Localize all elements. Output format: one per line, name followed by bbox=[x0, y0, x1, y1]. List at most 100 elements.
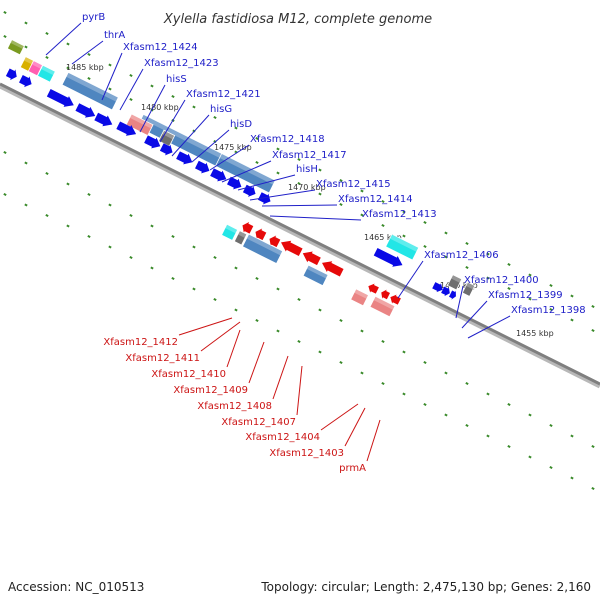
forward-label-leader bbox=[455, 285, 464, 319]
ruler-dot bbox=[360, 213, 364, 217]
kbp-tick-label: 1480 kbp bbox=[141, 103, 179, 112]
ruler-dot bbox=[570, 476, 574, 480]
ruler-dot bbox=[108, 87, 112, 91]
ruler-dot bbox=[213, 298, 217, 301]
forward-label-leader bbox=[249, 189, 316, 201]
reverse-cds-bar bbox=[369, 295, 396, 318]
ruler-dot bbox=[192, 245, 196, 249]
forward-label-leader bbox=[159, 99, 186, 143]
ruler-dot bbox=[129, 98, 133, 101]
ruler-dot bbox=[507, 263, 511, 266]
gene-labels: pyrBthrAXfasm12_1424Xfasm12_1423hisSXfas… bbox=[45, 12, 586, 474]
ruler-dot bbox=[87, 193, 91, 196]
forward-gene-label: Xfasm12_1424 bbox=[123, 42, 198, 53]
forward-gene-label: Xfasm12_1398 bbox=[511, 305, 586, 316]
forward-gene-label: hisH bbox=[296, 164, 318, 175]
genome-summary-text: Topology: circular; Length: 2,475,130 bp… bbox=[261, 580, 591, 594]
forward-cds-bar bbox=[61, 71, 119, 111]
forward-label-leader bbox=[461, 300, 488, 329]
forward-cds-bar bbox=[302, 264, 329, 287]
ruler-dot bbox=[507, 445, 511, 448]
ruler-dot bbox=[3, 35, 7, 38]
reverse-label-leader bbox=[320, 403, 359, 431]
reverse-label-leader bbox=[200, 321, 241, 352]
ruler-dot bbox=[360, 329, 364, 333]
ruler-dot bbox=[486, 252, 490, 256]
forward-label-leader bbox=[209, 144, 250, 171]
forward-gene-label: thrA bbox=[104, 30, 125, 41]
ruler-dot bbox=[234, 266, 238, 270]
reverse-gene-arrow bbox=[242, 222, 254, 234]
reverse-gene-label: Xfasm12_1410 bbox=[151, 369, 226, 380]
forward-label-leader bbox=[139, 84, 166, 133]
ruler-dot bbox=[108, 63, 112, 67]
forward-gene-arrow bbox=[46, 88, 74, 107]
ruler-dot bbox=[129, 256, 133, 259]
ruler-dot bbox=[3, 151, 7, 154]
ruler-dot bbox=[234, 126, 238, 130]
ruler-dot bbox=[423, 361, 427, 364]
reverse-gene-label: Xfasm12_1404 bbox=[245, 432, 320, 443]
forward-label-leader bbox=[191, 129, 230, 163]
forward-cds-bar bbox=[125, 113, 154, 137]
dark-block bbox=[446, 274, 463, 291]
ruler-dot bbox=[402, 234, 406, 238]
forward-gene-arrow bbox=[373, 247, 403, 267]
ruler-dot bbox=[528, 297, 532, 301]
forward-cds-bar bbox=[241, 233, 284, 265]
reverse-gene-arrow bbox=[368, 283, 379, 294]
ruler-dot bbox=[66, 42, 70, 46]
ruler-dot bbox=[402, 392, 406, 396]
ruler-dot bbox=[171, 277, 175, 280]
forward-label-leader bbox=[71, 40, 104, 65]
rna-block bbox=[36, 64, 56, 83]
forward-gene-label: pyrB bbox=[82, 12, 105, 23]
ruler-dot bbox=[549, 284, 553, 287]
kbp-tick-label: 1465 kbp bbox=[364, 233, 402, 242]
forward-label-leader bbox=[171, 114, 210, 157]
forward-label-leader bbox=[119, 68, 144, 111]
reverse-label-leader bbox=[226, 329, 241, 368]
forward-label-leader bbox=[237, 174, 296, 191]
ruler-dot bbox=[276, 171, 280, 175]
ruler-dot bbox=[45, 32, 49, 35]
ruler-dot bbox=[3, 193, 7, 196]
ruler-dot bbox=[255, 161, 259, 164]
ruler-dot bbox=[423, 245, 427, 248]
forward-gene-arrow bbox=[75, 103, 96, 118]
reverse-label-leader bbox=[248, 341, 265, 384]
reverse-label-leader bbox=[272, 355, 289, 400]
ruler-dot bbox=[381, 382, 385, 385]
ruler-dot bbox=[570, 294, 574, 298]
ruler-dot bbox=[213, 256, 217, 259]
forward-label-leader bbox=[261, 204, 338, 207]
reverse-cds-bar bbox=[350, 288, 370, 307]
reverse-gene-arrow bbox=[302, 251, 321, 266]
reverse-gene-label: prmA bbox=[339, 463, 366, 474]
forward-gene-label: hisS bbox=[166, 74, 187, 85]
forward-label-leader bbox=[45, 22, 82, 56]
forward-label-leader bbox=[467, 315, 511, 339]
ruler-dot bbox=[234, 308, 238, 312]
ruler-dot bbox=[528, 273, 532, 277]
reverse-label-leader bbox=[344, 407, 366, 447]
ruler-dot bbox=[66, 182, 70, 186]
ruler-dot bbox=[24, 45, 28, 49]
forward-gene-label: Xfasm12_1418 bbox=[250, 134, 325, 145]
ruler-dot bbox=[486, 434, 490, 438]
reverse-gene-arrow bbox=[281, 240, 303, 256]
forward-gene-arrow bbox=[19, 75, 32, 88]
ruler-dot bbox=[444, 413, 448, 417]
ruler-dot bbox=[255, 137, 259, 140]
ruler-dot bbox=[213, 116, 217, 119]
reverse-label-leader bbox=[178, 317, 233, 336]
ruler-dot bbox=[339, 179, 343, 182]
forward-label-leader bbox=[221, 160, 272, 183]
ruler-dot bbox=[549, 308, 553, 311]
reverse-gene-arrow bbox=[322, 261, 344, 277]
ruler-dot bbox=[3, 11, 7, 14]
kbp-tick-label: 1475 kbp bbox=[214, 143, 252, 152]
ruler-dot bbox=[444, 231, 448, 235]
ruler-dot bbox=[528, 455, 532, 459]
